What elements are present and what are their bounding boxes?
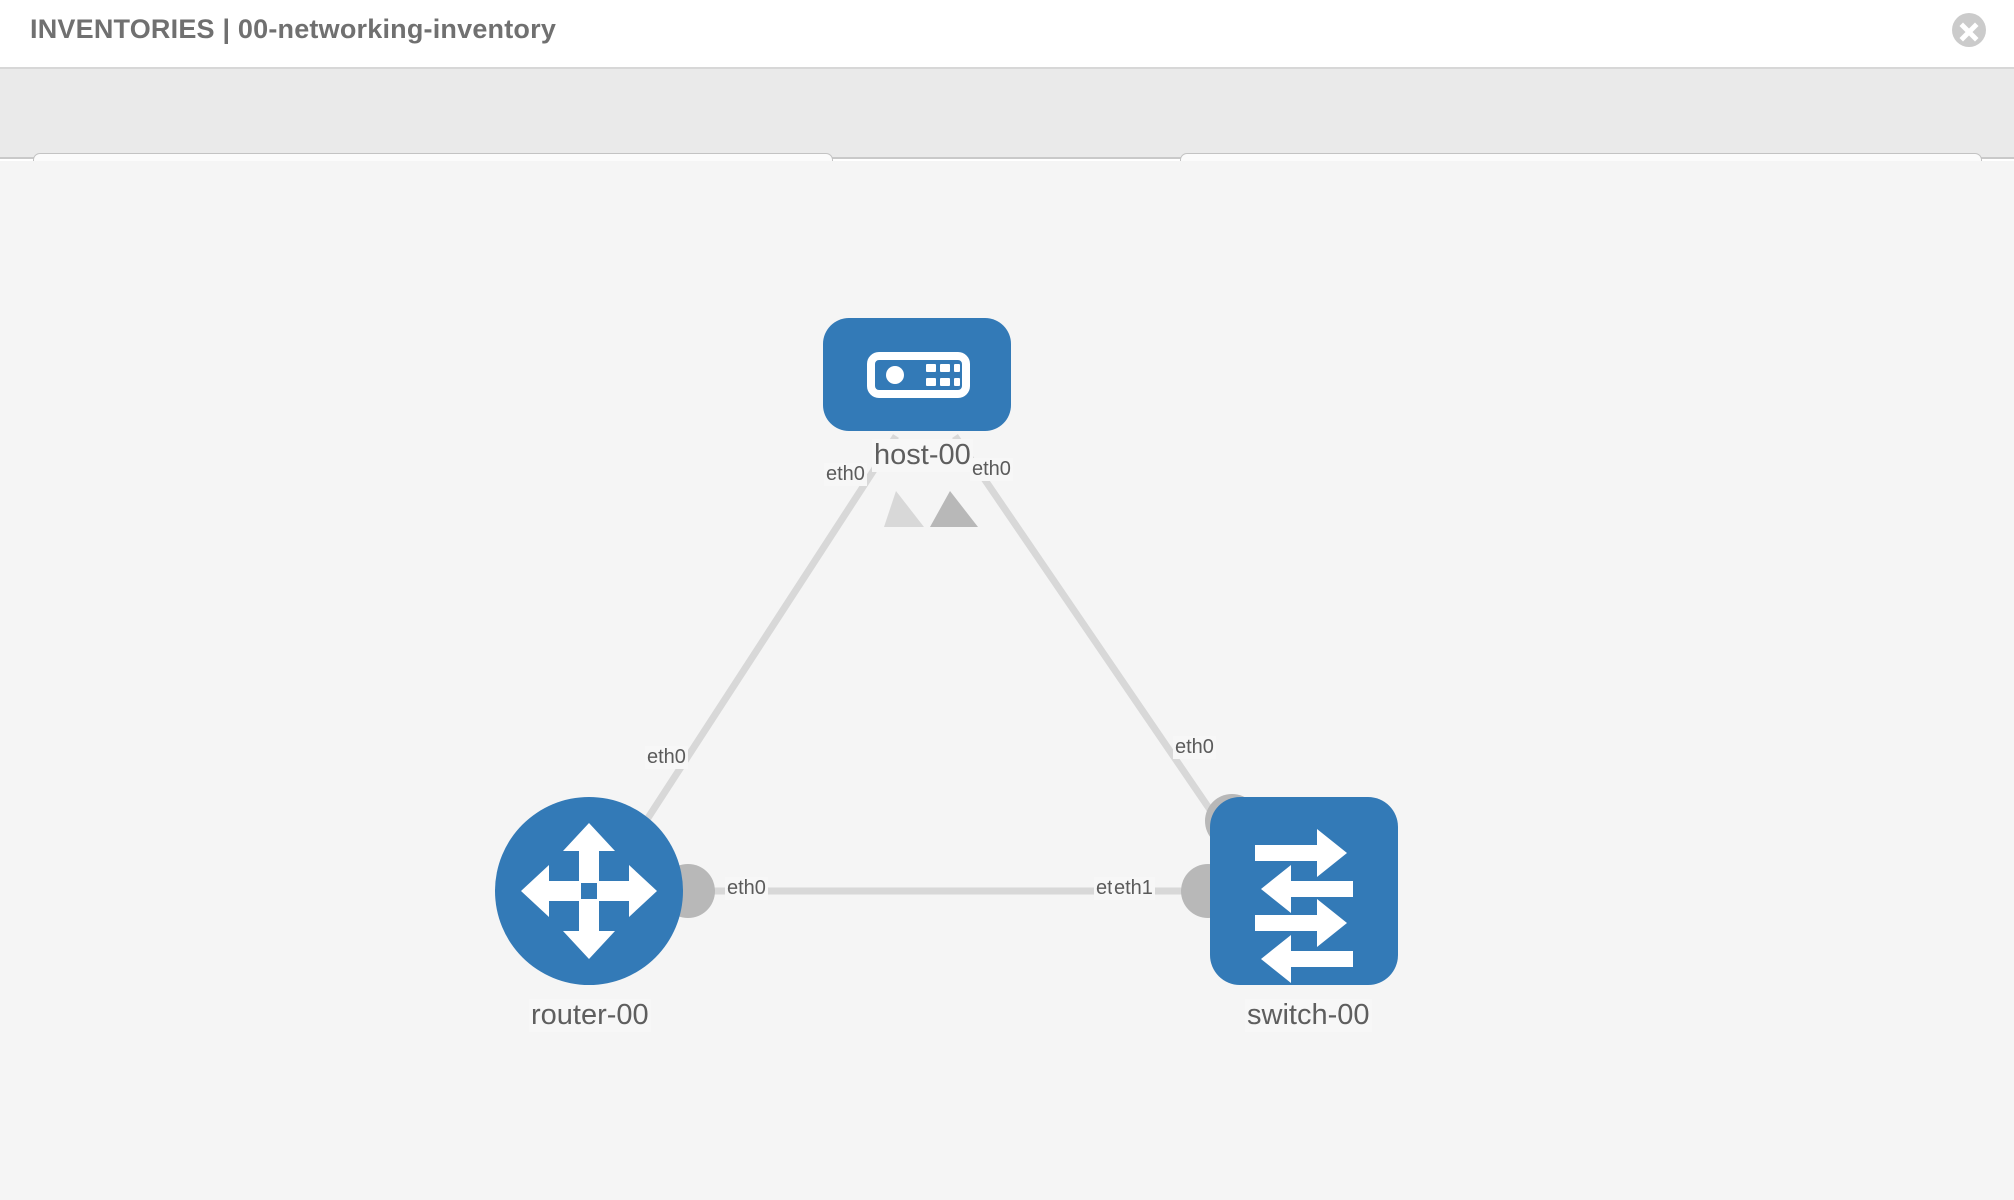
node-label-router-00: router-00 bbox=[529, 999, 651, 1033]
link-router-host[interactable] bbox=[617, 434, 899, 863]
node-router-00[interactable] bbox=[495, 797, 683, 985]
toolbar: ACTIONS SEARCH bbox=[0, 69, 2014, 205]
topology-graph bbox=[495, 318, 1398, 985]
node-label-switch-00: switch-00 bbox=[1245, 999, 1372, 1033]
connector-host-right bbox=[930, 491, 978, 527]
iface-label-host-left: eth0 bbox=[824, 463, 867, 486]
iface-label-router-eth0: eth0 bbox=[725, 877, 768, 900]
topology-canvas[interactable]: host-00 router-00 switch-00 eth0 eth0 et… bbox=[0, 161, 2014, 1200]
connector-host-left bbox=[884, 491, 924, 527]
topology-links bbox=[617, 434, 1248, 895]
page-header: INVENTORIES | 00-networking-inventory bbox=[0, 0, 2014, 69]
node-label-host-00: host-00 bbox=[872, 439, 973, 473]
iface-label-host-right: eth0 bbox=[970, 458, 1013, 481]
link-host-switch[interactable] bbox=[952, 434, 1248, 863]
iface-label-switch-eth1: eth1 bbox=[1112, 877, 1155, 900]
iface-label-router-uplink: eth0 bbox=[645, 746, 688, 769]
iface-label-switch-uplink: eth0 bbox=[1173, 736, 1216, 759]
node-switch-00[interactable] bbox=[1210, 797, 1398, 985]
close-icon[interactable] bbox=[1952, 13, 1986, 47]
topology-connectors bbox=[661, 491, 1259, 918]
page-title: INVENTORIES | 00-networking-inventory bbox=[30, 14, 557, 44]
node-host-00[interactable] bbox=[823, 318, 1011, 431]
